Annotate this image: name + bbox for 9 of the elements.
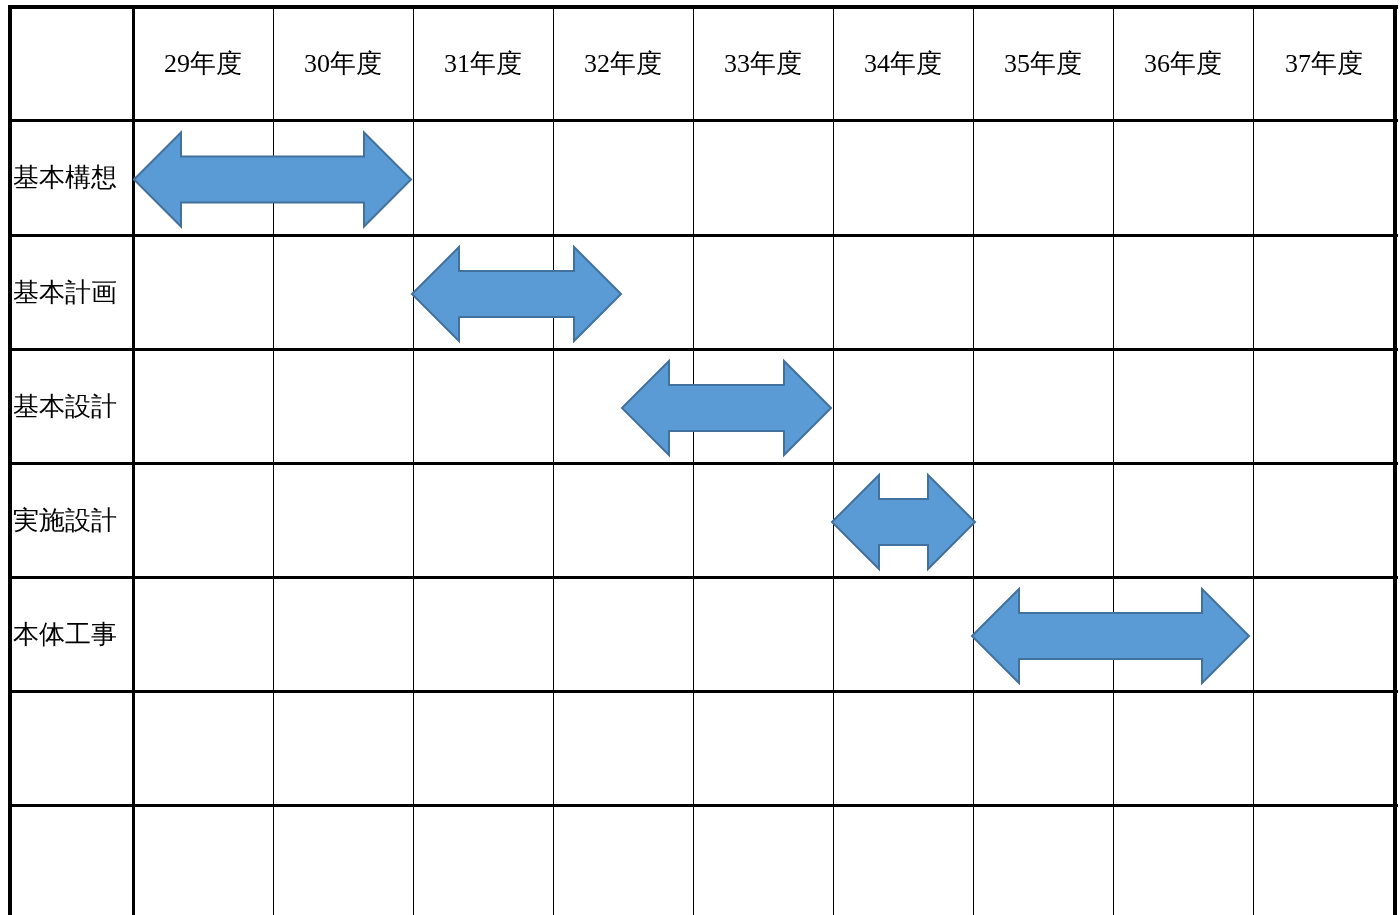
column-header: 34年度 [864,47,942,80]
column-header: 36年度 [1144,47,1222,80]
column-header: 30年度 [304,47,382,80]
column-header: 35年度 [1004,47,1082,80]
column-header: 29年度 [164,47,242,80]
column-header: 37年度 [1285,47,1363,80]
column-header: 31年度 [444,47,522,80]
column-header: 32年度 [584,47,662,80]
column-header: 33年度 [724,47,802,80]
